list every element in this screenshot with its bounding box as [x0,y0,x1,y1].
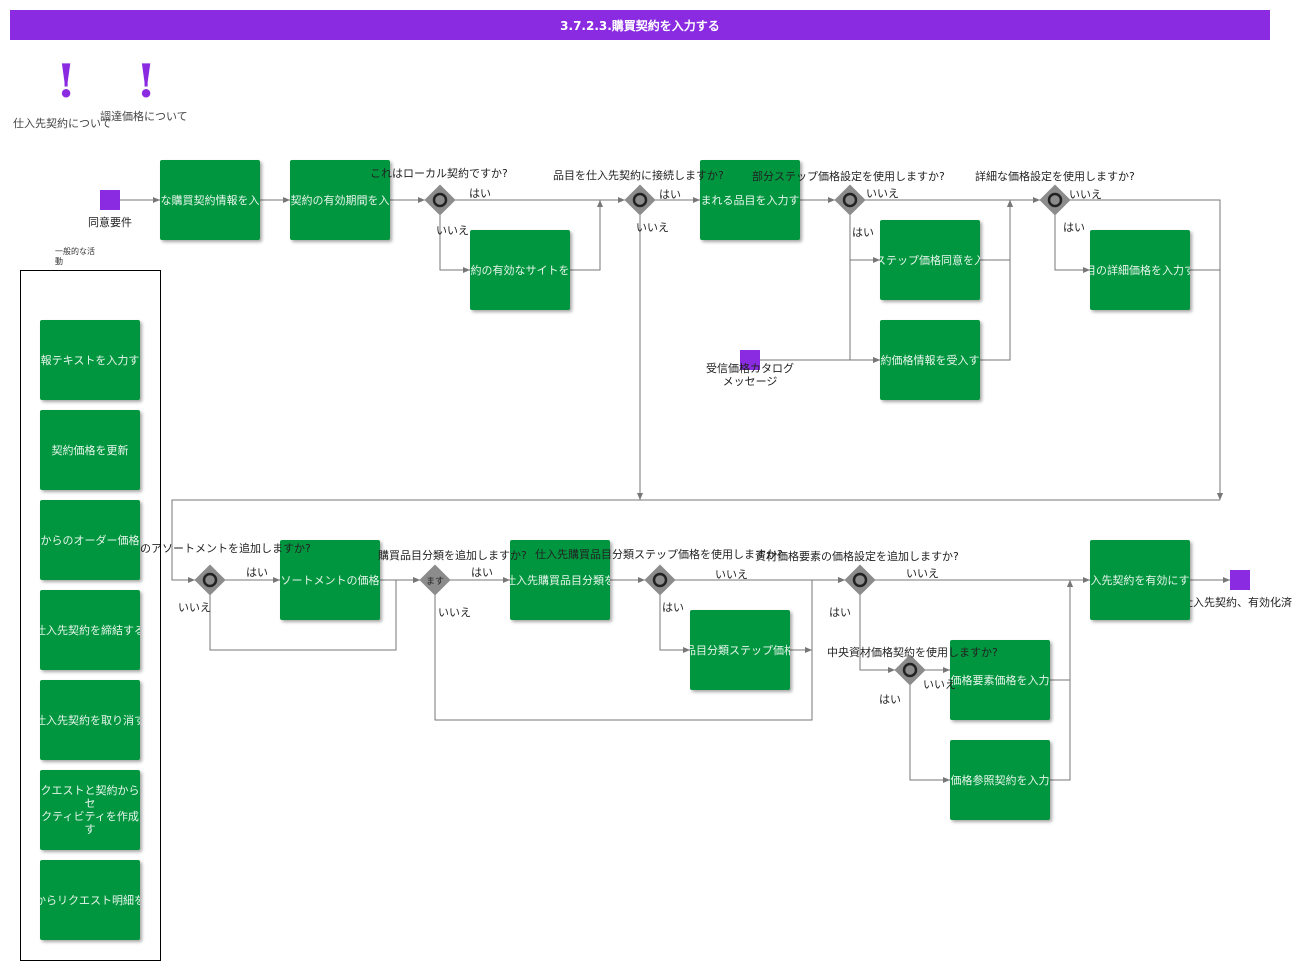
task-enter-price-element[interactable]: 価格要素価格を入力 [950,640,1050,720]
flow-label-no: いいえ [436,224,469,237]
diagram-title: 3.7.2.3.購買契約を入力する [10,10,1270,40]
flow-label-no: いいえ [636,221,669,234]
lane-task[interactable]: クエストと契約からセ クティビティを作成す [40,770,140,850]
gateway-label-category-step: 仕入先購買品目分類ステップ価格を使用しますか? [535,548,783,561]
lane-task[interactable]: 仕入先契約を締結する [40,590,140,670]
end-event-label: 仕入先契約、有効化済 [1182,596,1292,609]
task-enter-valid-sites[interactable]: 約の有効なサイトを [470,230,570,310]
task-enter-contract-validity[interactable]: 契約の有効期間を入 [290,160,390,240]
flow-label-no: いいえ [923,678,956,691]
flow-label-no: いいえ [866,187,899,200]
flow-label-yes: はい [246,566,268,579]
catalog-message-event[interactable] [740,350,760,370]
gateway-label-step-pricing: 部分ステップ価格設定を使用しますか? [752,170,945,183]
flow-label-yes: はい [659,188,681,201]
gateway-label-add-assortment: のアソートメントを追加しますか? [140,542,311,555]
task-enter-purchase-contract-info[interactable]: な購買契約情報を入 [160,160,260,240]
flow-label-yes: はい [1063,221,1085,234]
task-receive-contract-price[interactable]: 約価格情報を受入す [880,320,980,400]
note-label-procurement-price[interactable]: 調達価格について [100,110,188,123]
catalog-event-label: 受信価格カタログ メッセージ [706,362,794,388]
lane-task[interactable]: 契約価格を更新 [40,410,140,490]
task-enter-included-items[interactable]: まれる品目を入力す [700,160,800,240]
flow-label-yes: はい [879,693,901,706]
gateway-label-connect-items: 品目を仕入先契約に接続しますか? [553,169,724,182]
task-enter-detailed-price[interactable]: 目の詳細価格を入力す [1090,230,1190,310]
gateway-label-central-contract: 中央資材価格契約を使用しますか? [827,646,998,659]
task-assortment-price[interactable]: ソートメントの価格 [280,540,380,620]
flow-label-no: いいえ [906,567,939,580]
exclamation-icon[interactable]: ! [56,54,77,108]
flow-label-no: いいえ [715,568,748,581]
task-enter-step-price[interactable]: ステップ価格同意を入 [880,220,980,300]
flow-label-yes: はい [469,187,491,200]
gateway-inner-label: ます [426,577,445,587]
gateway-label-local-contract: これはローカル契約ですか? [370,167,508,180]
start-event[interactable] [100,190,120,210]
task-category-step-price[interactable]: 品目分類ステップ価格 [690,610,790,690]
flow-label-no: いいえ [178,601,211,614]
task-activate-supplier-contract[interactable]: 入先契約を有効にす [1090,540,1190,620]
task-supplier-category[interactable]: 仕入先購買品目分類を [510,540,610,620]
end-event[interactable] [1230,570,1250,590]
flow-label-no: いいえ [438,606,471,619]
general-activities-lane [20,270,161,961]
gateway-label-add-category: 購買品目分類を追加しますか? [378,549,527,562]
flow-label-yes: はい [471,566,493,579]
lane-task[interactable]: 仕入先契約を取り消す [40,680,140,760]
exclamation-icon[interactable]: ! [136,54,157,108]
task-enter-price-reference[interactable]: 価格参照契約を入力 [950,740,1050,820]
flow-label-no: いいえ [1069,188,1102,201]
note-label-supplier-contract[interactable]: 仕入先契約について [13,117,112,130]
gateway-label-price-element: 資材価格要素の価格設定を追加しますか? [755,550,959,563]
lane-task[interactable]: からリクエスト明細を [40,860,140,940]
gateway-label-detailed-pricing: 詳細な価格設定を使用しますか? [975,170,1135,183]
lane-task[interactable]: 報テキストを入力す [40,320,140,400]
lane-task[interactable]: からのオーダー価格 [40,500,140,580]
flow-label-yes: はい [662,601,684,614]
start-event-label: 同意要件 [88,216,132,229]
flow-label-yes: はい [852,226,874,239]
flow-label-yes: はい [829,606,851,619]
lane-title: 一般的な活 動 [55,247,95,266]
